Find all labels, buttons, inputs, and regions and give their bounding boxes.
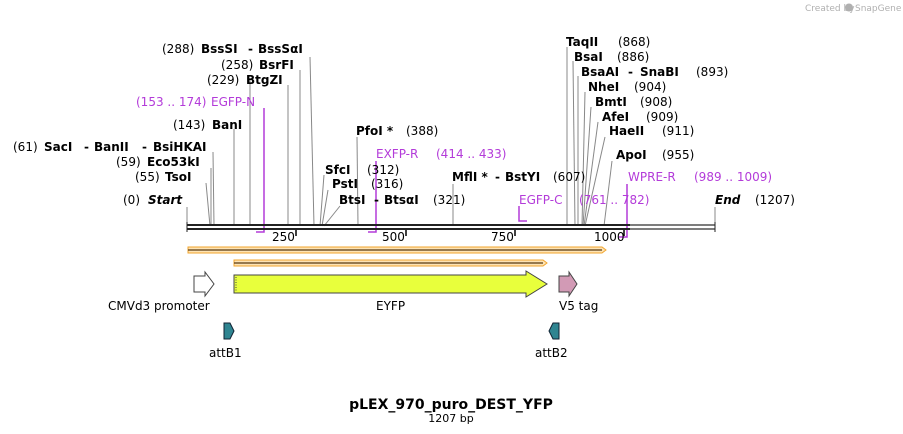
taqii-position: (868): [618, 35, 650, 49]
btgzi-label: BtgZI: [246, 73, 283, 87]
eco53ki-position: (59): [116, 155, 141, 169]
bani-label: BanI: [212, 118, 242, 132]
bani-position: (143): [173, 118, 205, 132]
saci-dash-2: -: [142, 140, 147, 154]
afei-label: AfeI: [602, 110, 629, 124]
saci-dash-1: -: [84, 140, 89, 154]
eyfp-arrow: [233, 270, 548, 298]
banii-label: BanII: [94, 140, 129, 154]
btsi-position: (321): [433, 193, 465, 207]
primer-wpre-r-mark: [619, 184, 628, 238]
start-label: Start: [148, 193, 183, 207]
features: CMVd3 promoter EYFP V5 tag attB1 attB2: [108, 270, 598, 360]
v5-tag-arrow: [558, 270, 578, 298]
tick-label-250: 250: [272, 230, 295, 244]
mfli-position: (607): [553, 170, 585, 184]
haeii-label: HaeII: [609, 124, 644, 138]
site-labels-middle: PfoI * (388) EXFP-R (414 .. 433) SfcI (3…: [325, 124, 649, 207]
map-subtitle: 1207 bp: [428, 412, 473, 425]
nhei-label: NheI: [588, 80, 619, 94]
map-title: pLEX_970_puro_DEST_YFP: [349, 397, 553, 413]
pfoi-label: PfoI *: [356, 124, 394, 138]
bsrfi-position: (258): [221, 58, 253, 72]
bsssi-position: (288): [162, 42, 194, 56]
bssaui-label: BssSαI: [258, 42, 303, 56]
tick-label-500: 500: [382, 230, 405, 244]
primer-egfp-c-mark: [518, 206, 527, 222]
attb1-label: attB1: [209, 346, 242, 360]
credit-app: SnapGene: [855, 4, 902, 14]
egfp-c-label: EGFP-C: [519, 193, 562, 207]
primer-egfp-n-mark: [256, 108, 265, 233]
tsoi-position: (55): [135, 170, 160, 184]
tsoi-label: TsoI: [165, 170, 191, 184]
btsi-label: BtsI: [339, 193, 366, 207]
btgzi-position: (229): [207, 73, 239, 87]
nhei-position: (904): [634, 80, 666, 94]
primer-exfp-r-mark: [368, 161, 377, 233]
attb2-label: attB2: [535, 346, 568, 360]
snabi-label: SnaBI: [640, 65, 679, 79]
tick-label-750: 750: [491, 230, 514, 244]
site-lines: [186, 47, 716, 227]
tick-label-1000: 1000: [594, 230, 625, 244]
primers: [256, 108, 628, 238]
btsi-dash: -: [374, 193, 379, 207]
apoi-position: (955): [662, 148, 694, 162]
taqii-label: TaqII: [566, 35, 598, 49]
credit-created-by: Created by: [805, 4, 855, 14]
mfli-dash: -: [495, 170, 500, 184]
bsssi-label: BssSI: [201, 42, 238, 56]
bsaai-dash: -: [628, 65, 633, 79]
bsaai-position: (893): [696, 65, 728, 79]
psti-position: (316): [371, 177, 403, 191]
apoi-label: ApoI: [616, 148, 647, 162]
eyfp-label: EYFP: [376, 299, 405, 313]
v5-tag-label: V5 tag: [559, 299, 598, 313]
exfp-r-range: (414 .. 433): [436, 147, 506, 161]
orf-bars: [187, 246, 607, 267]
attb2-arrow: [548, 322, 560, 340]
bsssi-dash: -: [248, 42, 253, 56]
haeii-position: (911): [662, 124, 694, 138]
bsai-position: (886): [617, 50, 649, 64]
bmti-label: BmtI: [595, 95, 627, 109]
btsai-label: BtsαI: [384, 193, 419, 207]
bmti-position: (908): [640, 95, 672, 109]
start-position: (0): [123, 193, 140, 207]
cmvd3-promoter-label: CMVd3 promoter: [108, 299, 210, 313]
dna-backbone: [186, 222, 716, 232]
exfp-r-label: EXFP-R: [376, 147, 418, 161]
site-labels-left: (288) BssSI - BssSαI (258) BsrFI (229) B…: [13, 42, 303, 207]
bsihkai-label: BsiHKAI: [153, 140, 207, 154]
sfci-position: (312): [367, 163, 399, 177]
snapgene-credit: Created by SnapGene: [805, 3, 902, 14]
egfp-n-label: EGFP-N: [211, 95, 255, 109]
bsrfi-label: BsrFI: [259, 58, 294, 72]
end-position: (1207): [755, 193, 795, 207]
site-labels-right: TaqII (868) BsaI (886) BsaAI - SnaBI (89…: [566, 35, 795, 207]
saci-position: (61): [13, 140, 38, 154]
ruler: 250 500 750 1000: [272, 230, 625, 244]
snapgene-logo-icon: [845, 3, 853, 12]
egfp-c-range: (761 .. 782): [579, 193, 649, 207]
bsai-label: BsaI: [574, 50, 603, 64]
attb1-arrow: [223, 322, 235, 340]
bstyi-label: BstYI: [505, 170, 540, 184]
end-label: End: [715, 193, 741, 207]
cmvd3-promoter-arrow: [193, 270, 215, 298]
wpre-r-label: WPRE-R: [628, 170, 676, 184]
pfoi-position: (388): [406, 124, 438, 138]
egfp-n-range: (153 .. 174): [136, 95, 206, 109]
psti-label: PstI: [332, 177, 358, 191]
mfli-label: MflI *: [452, 170, 488, 184]
afei-position: (909): [646, 110, 678, 124]
bsaai-label: BsaAI: [581, 65, 619, 79]
eco53ki-label: Eco53kI: [147, 155, 200, 169]
saci-label: SacI: [44, 140, 72, 154]
wpre-r-range: (989 .. 1009): [694, 170, 772, 184]
sfci-label: SfcI: [325, 163, 350, 177]
